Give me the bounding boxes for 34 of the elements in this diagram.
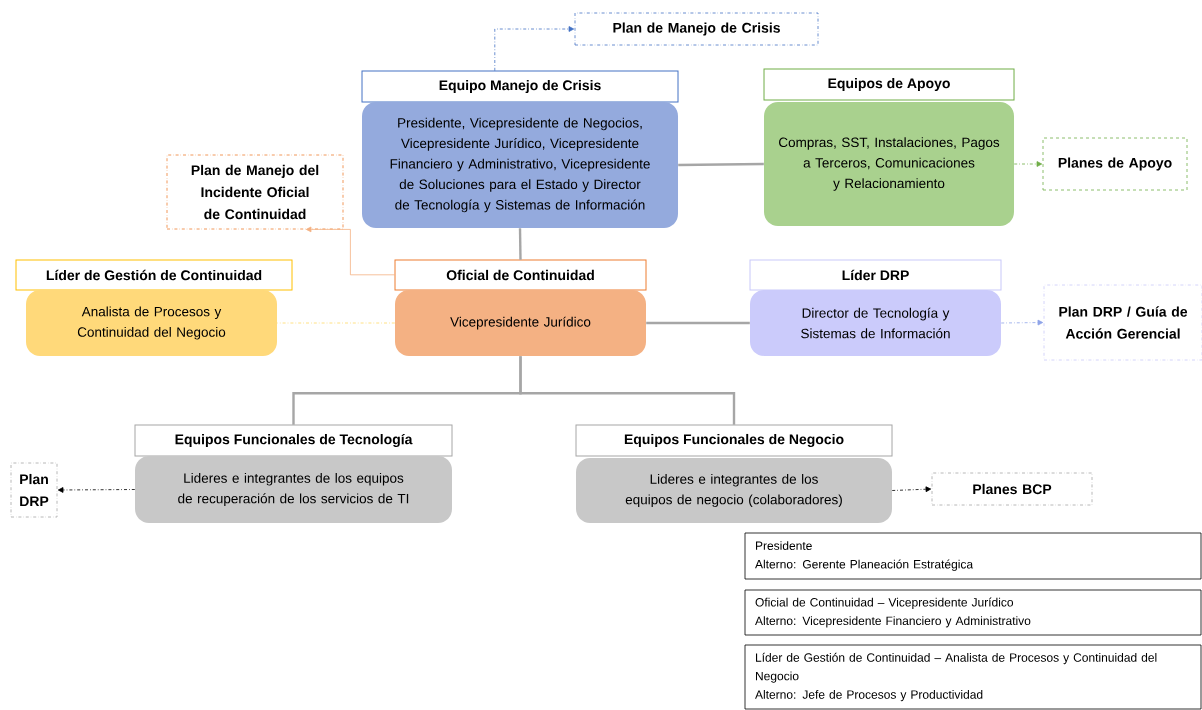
connector (518, 228, 522, 260)
role-box: Vicepresidente Jurídico (395, 290, 646, 356)
connector (1013, 161, 1043, 167)
role-header: Equipos Funcionales de Tecnología (134, 424, 453, 457)
plan-box: Planes BCP (931, 472, 1093, 506)
plan-box: Planes de Apoyo (1042, 137, 1188, 191)
role-header: Equipos Funcionales de Negocio (575, 424, 893, 457)
connector (646, 321, 750, 325)
role-box: Compras, SST, Instalaciones, Pagos a Terceros, Comunicaciones y Relacionamiento (764, 102, 1014, 226)
role-header: Líder DRP (749, 259, 1002, 291)
role-header: Equipo Manejo de Crisis (361, 70, 679, 103)
role-header: Equipos de Apoyo (763, 68, 1015, 101)
role-box: Presidente, Vicepresidente de Negocios, Vicepresidente Jurídico, Vicepresidente Financiero y Administrativo, Vicepresidente de Soluciones para el Estado y Director de Tecnología y Sistemas de Información (362, 102, 678, 228)
role-box: Lideres e integrantes de los equipos de negocio (colaboradores) (576, 458, 892, 523)
note-box: Oficial de Continuidad – Vicepresidente Jurídico Alterno: Vicepresidente Financiero y Administrativo (744, 589, 1202, 636)
plan-box: Plan de Manejo del Incidente Oficial de Continuidad (166, 154, 344, 230)
plan-box: Plan DRP (10, 462, 58, 518)
plan-box: Plan de Manejo de Crisis (574, 12, 819, 46)
connector (519, 356, 736, 425)
note-box: Presidente Alterno: Gerente Planeación Estratégica (744, 532, 1202, 580)
connector (57, 487, 136, 493)
connector (276, 322, 396, 324)
connector (1000, 319, 1044, 326)
connector (494, 26, 575, 72)
role-box: Analista de Procesos y Continuidad del Negocio (26, 290, 277, 356)
connector (305, 226, 396, 276)
role-box: Director de Tecnología y Sistemas de Información (750, 290, 1001, 356)
connector (678, 162, 764, 167)
plan-box: Plan DRP / Guía de Acción Gerencial (1043, 284, 1202, 361)
role-header: Oficial de Continuidad (394, 259, 647, 291)
role-header: Líder de Gestión de Continuidad (15, 259, 293, 291)
role-box: Lideres e integrantes de los equipos de recuperación de los servicios de TI (135, 456, 452, 523)
note-box: Líder de Gestión de Continuidad – Analista de Procesos y Continuidad del Negocio Alterno: Jefe de Procesos y Productividad (744, 644, 1202, 710)
connector (891, 486, 932, 493)
